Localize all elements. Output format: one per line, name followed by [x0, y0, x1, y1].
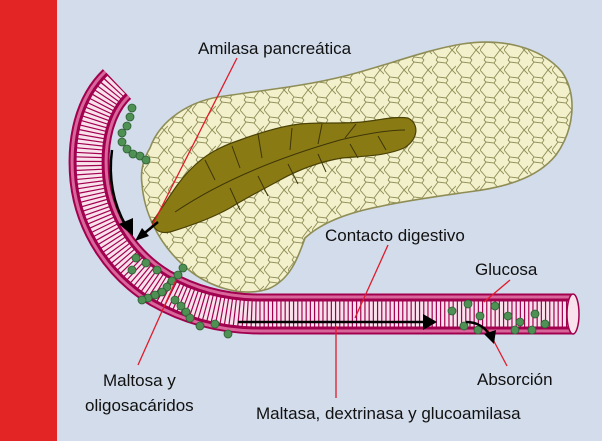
label-pancreatic-amylase: Amilasa pancreática [198, 39, 352, 58]
molecule-dot [138, 296, 146, 304]
label-glucose: Glucosa [475, 260, 538, 279]
molecule-dot [476, 312, 484, 320]
intestine-cut-end [567, 294, 579, 334]
red-side-bar [0, 0, 57, 441]
molecule-dot [128, 104, 136, 112]
molecule-dot [474, 326, 482, 334]
molecule-dot [211, 320, 219, 328]
molecule-dot [118, 129, 126, 137]
molecule-dot [142, 259, 150, 267]
molecule-dot [126, 113, 134, 121]
molecule-dot [531, 310, 539, 318]
molecule-dot [224, 330, 232, 338]
label-brush-border-enzymes: Maltasa, dextrinasa y glucoamilasa [256, 404, 521, 423]
molecule-dot [123, 122, 131, 130]
label-maltose-line2: oligosacáridos [85, 396, 194, 415]
molecule-dot [142, 156, 150, 164]
molecule-dot [128, 266, 136, 274]
molecule-dot [171, 296, 179, 304]
molecule-dot [528, 326, 536, 334]
molecule-dot [132, 254, 140, 262]
molecule-dot [516, 318, 524, 326]
molecule-dot [118, 138, 126, 146]
label-absorption: Absorción [477, 370, 553, 389]
molecule-dot [491, 302, 499, 310]
molecule-dot [511, 326, 519, 334]
label-digestive-contact: Contacto digestivo [325, 226, 465, 245]
label-maltose-line1: Maltosa y [103, 371, 176, 390]
molecule-dot [186, 314, 194, 322]
molecule-dot [179, 264, 187, 272]
molecule-dot [153, 266, 161, 274]
molecule-dot [196, 322, 204, 330]
molecule-dot [174, 271, 182, 279]
molecule-dot [541, 320, 549, 328]
molecule-dot [448, 307, 456, 315]
molecule-dot [464, 300, 472, 308]
molecule-dot [504, 312, 512, 320]
